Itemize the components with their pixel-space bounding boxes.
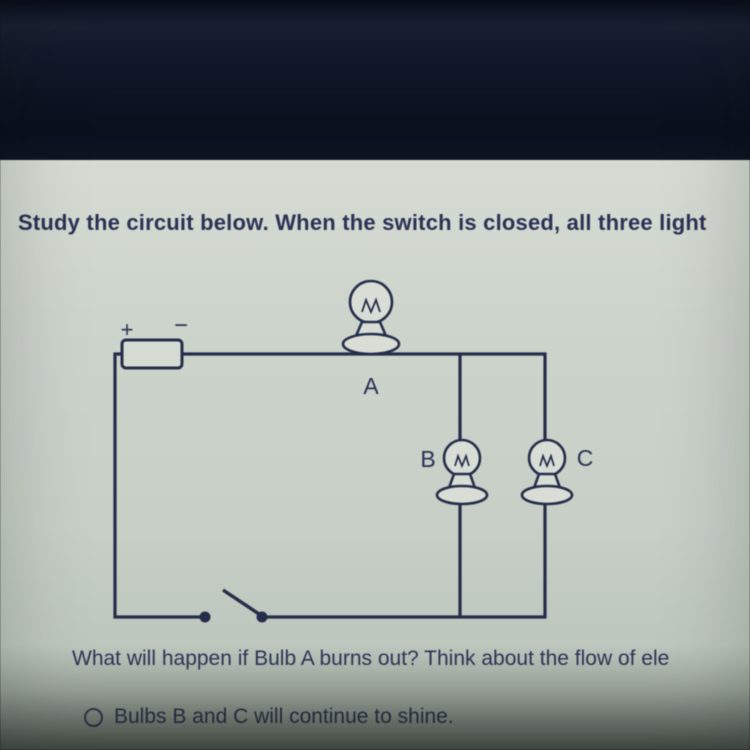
question-prompt-text: What will happen if Bulb A burns out? Th… [72, 647, 670, 670]
switch-icon [199, 588, 268, 623]
answer-option-row[interactable]: Bulbs B and C will continue to shine. [84, 705, 454, 729]
bulb-b-label: B [420, 446, 435, 472]
battery-minus-label: − [174, 312, 188, 339]
bulb-b-icon [435, 438, 489, 506]
bulb-c-icon [520, 438, 574, 506]
bulb-c-label: C [577, 445, 594, 471]
bulb-a-icon [341, 279, 401, 356]
radio-button-icon[interactable] [84, 707, 103, 727]
circuit-wires [113, 352, 547, 619]
battery-icon: + − [120, 312, 188, 370]
battery-plus-label: + [121, 317, 134, 342]
answer-option-label: Bulbs B and C will continue to shine. [114, 705, 454, 728]
bulb-a-label: A [363, 373, 379, 399]
